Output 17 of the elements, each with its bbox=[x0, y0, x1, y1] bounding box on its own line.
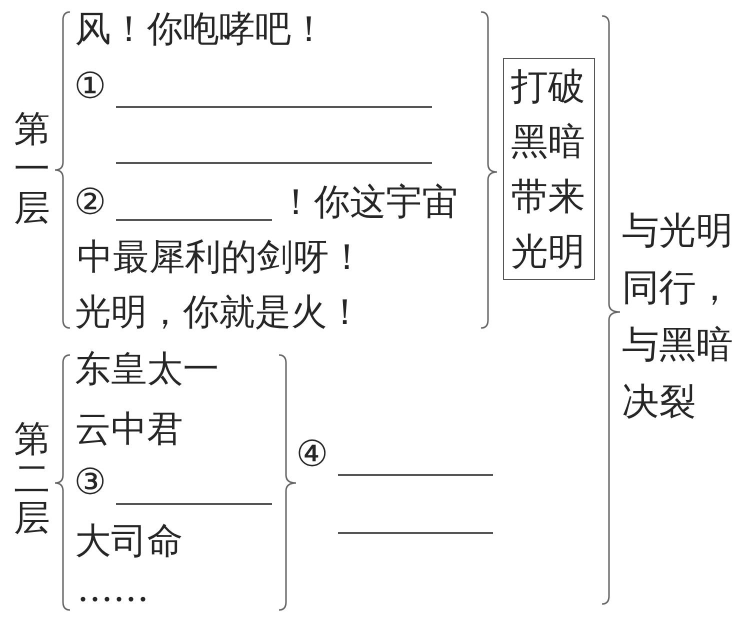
text-box bbox=[503, 58, 595, 280]
layer-heading: 第一层 bbox=[14, 110, 50, 229]
text-line: 云中君 bbox=[75, 408, 183, 452]
text-line: 东皇太一 bbox=[75, 348, 219, 392]
circled-number: ② bbox=[74, 181, 106, 225]
layer-heading: 第二层 bbox=[14, 420, 50, 539]
text-line: 风！你咆哮吧！ bbox=[75, 8, 327, 52]
circled-number: ④ bbox=[296, 433, 328, 477]
text-line: 光明，你就是火！ bbox=[75, 291, 363, 335]
text-line: 中最犀利的剑呀！ bbox=[77, 236, 365, 280]
text-line: 大司命 bbox=[75, 520, 183, 564]
box-text: 打破黑暗带来光明 bbox=[511, 64, 586, 275]
circled-number: ① bbox=[74, 65, 106, 109]
summary-text: 与光明同行，与黑暗决裂 bbox=[622, 208, 734, 425]
text-line: ！你这宇宙 bbox=[278, 181, 458, 225]
ellipsis-text: …… bbox=[77, 568, 149, 612]
circled-number: ③ bbox=[74, 461, 106, 505]
